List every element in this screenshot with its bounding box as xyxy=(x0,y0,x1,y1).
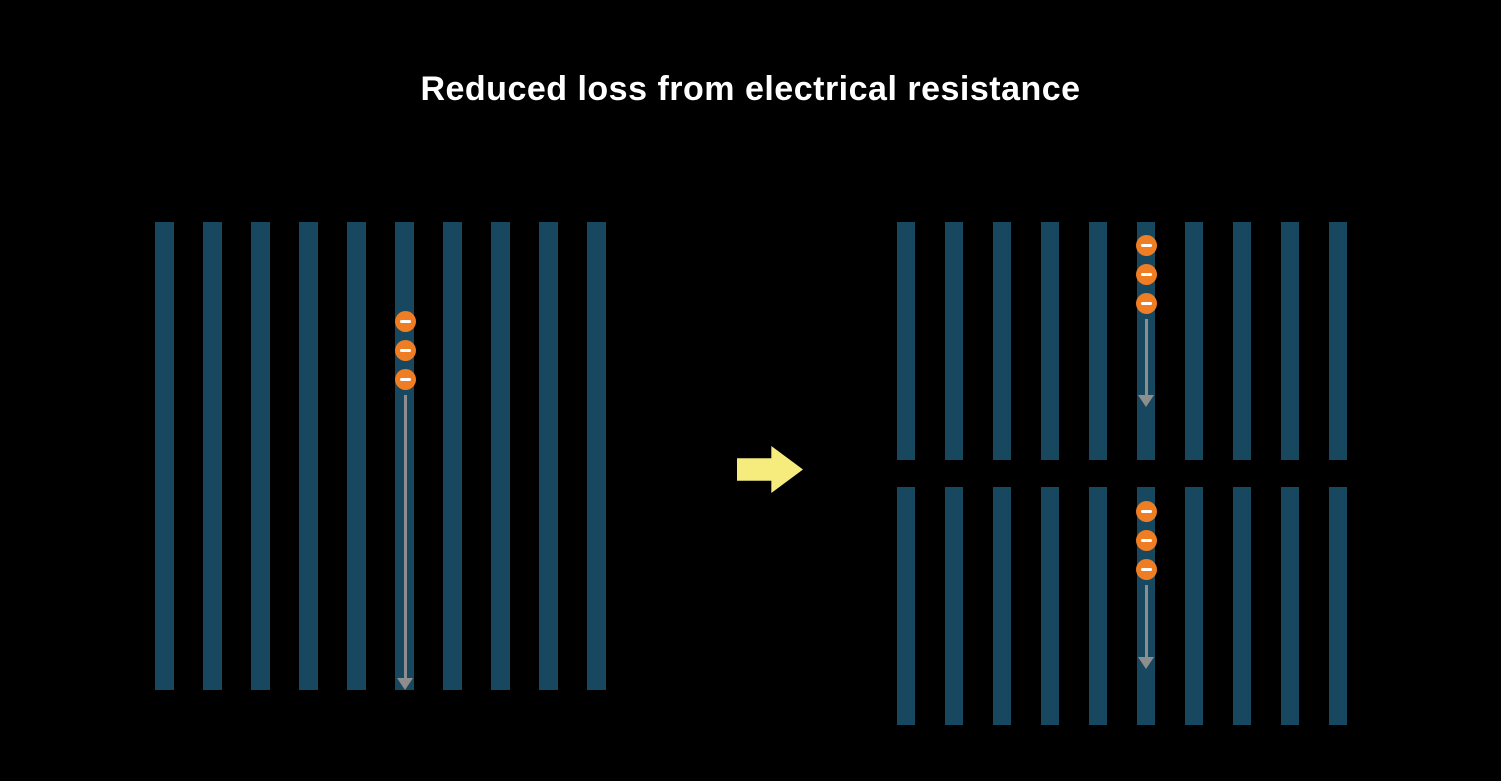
electron-stack xyxy=(1135,235,1157,314)
panel-half-cell-bottom xyxy=(897,487,1347,725)
electron-icon xyxy=(1135,264,1157,285)
cell-bar xyxy=(993,222,1011,460)
cell-bar xyxy=(539,222,558,690)
bar-group-half-cell-bottom xyxy=(897,487,1347,725)
down-arrow-icon xyxy=(1135,585,1157,669)
cell-bar xyxy=(1233,487,1251,725)
electron-stack xyxy=(394,311,416,390)
minus-icon xyxy=(1140,539,1152,542)
diagram-title: Reduced loss from electrical resistance xyxy=(420,70,1081,108)
minus-icon xyxy=(399,320,411,323)
cell-bar xyxy=(897,222,915,460)
cell-bar xyxy=(993,487,1011,725)
electron-stack xyxy=(1135,501,1157,580)
electron-icon xyxy=(1135,559,1157,580)
cell-bar xyxy=(587,222,606,690)
arrow-head xyxy=(1138,657,1154,669)
minus-icon xyxy=(1140,510,1152,513)
arrow-shaft xyxy=(1144,319,1148,395)
minus-icon xyxy=(1140,244,1152,247)
cell-bar xyxy=(1185,487,1203,725)
electron-icon xyxy=(1135,530,1157,551)
minus-icon xyxy=(1140,302,1152,305)
cell-bar xyxy=(443,222,462,690)
electron-flow-half-cell-top xyxy=(1135,235,1157,407)
bar-group-full-cell xyxy=(155,222,606,690)
minus-icon xyxy=(1140,568,1152,571)
arrow-head xyxy=(397,678,413,690)
electron-flow-full-cell xyxy=(394,311,416,690)
electron-icon xyxy=(394,311,416,332)
panel-full-cell xyxy=(155,222,606,690)
cell-bar xyxy=(1329,222,1347,460)
electron-icon xyxy=(1135,235,1157,256)
cell-bar xyxy=(1185,222,1203,460)
bar-group-half-cell-top xyxy=(897,222,1347,460)
arrow-head xyxy=(1138,395,1154,407)
cell-bar xyxy=(1041,222,1059,460)
cell-bar xyxy=(945,222,963,460)
cell-bar xyxy=(945,487,963,725)
cell-bar xyxy=(1281,222,1299,460)
arrow-shaft xyxy=(403,395,407,678)
cell-bar xyxy=(1233,222,1251,460)
cell-bar xyxy=(1089,222,1107,460)
cell-bar xyxy=(1089,487,1107,725)
electron-icon xyxy=(394,369,416,390)
down-arrow-icon xyxy=(394,395,416,690)
panel-half-cell-top xyxy=(897,222,1347,460)
right-arrow-icon xyxy=(737,446,803,493)
electron-icon xyxy=(1135,501,1157,522)
minus-icon xyxy=(1140,273,1152,276)
electron-icon xyxy=(394,340,416,361)
arrow-shaft xyxy=(1144,585,1148,657)
cell-bar xyxy=(1281,487,1299,725)
cell-bar xyxy=(299,222,318,690)
cell-bar xyxy=(155,222,174,690)
minus-icon xyxy=(399,349,411,352)
minus-icon xyxy=(399,378,411,381)
cell-bar xyxy=(203,222,222,690)
electron-icon xyxy=(1135,293,1157,314)
cell-bar xyxy=(491,222,510,690)
cell-bar xyxy=(251,222,270,690)
cell-bar xyxy=(1329,487,1347,725)
electron-flow-half-cell-bottom xyxy=(1135,501,1157,669)
cell-bar xyxy=(347,222,366,690)
cell-bar xyxy=(1041,487,1059,725)
cell-bar xyxy=(897,487,915,725)
down-arrow-icon xyxy=(1135,319,1157,407)
